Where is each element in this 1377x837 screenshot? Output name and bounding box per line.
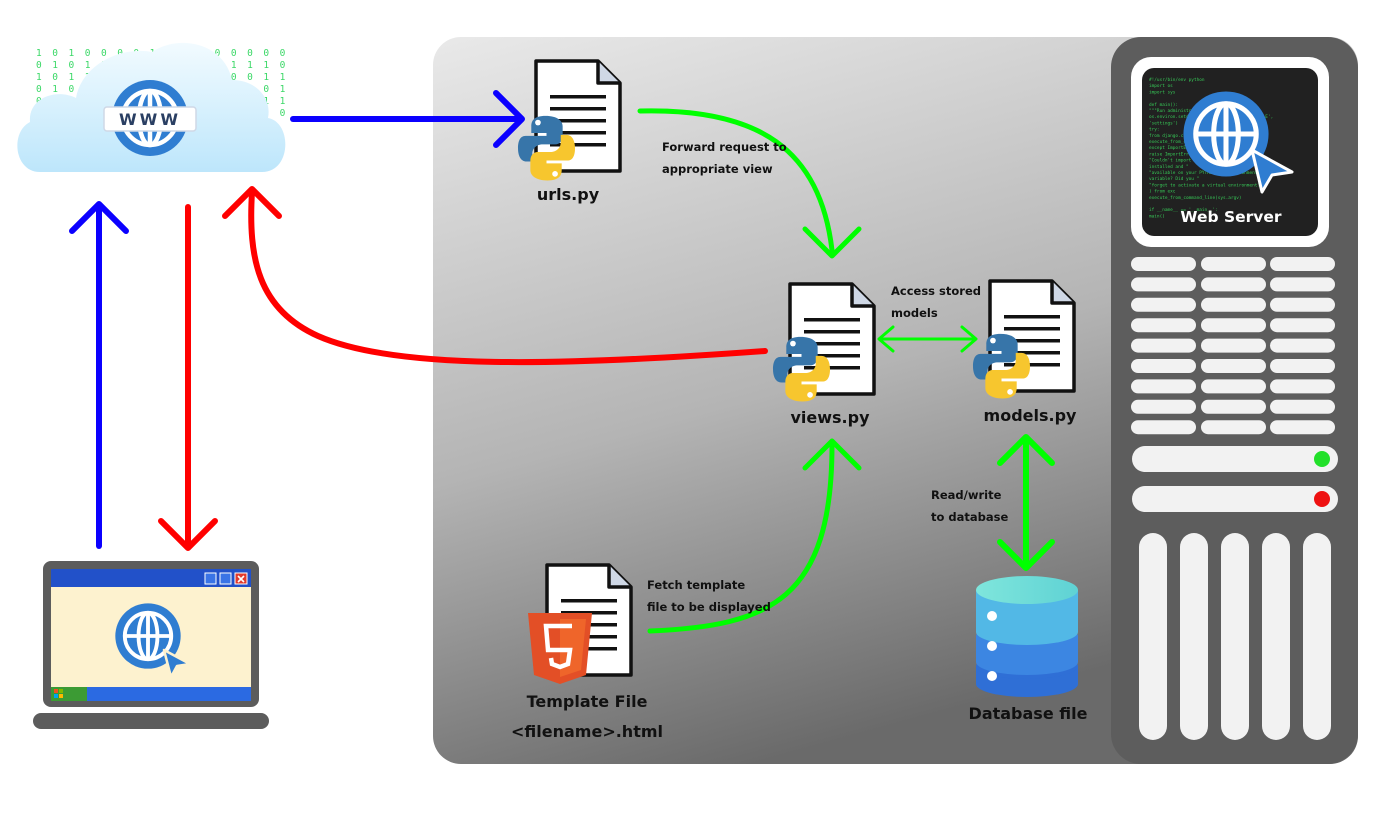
vent-slot bbox=[1131, 399, 1196, 414]
minimize-icon[interactable] bbox=[204, 572, 217, 585]
fetch-arrow-template-to-views bbox=[647, 438, 862, 634]
response-arrow-cloud-to-client bbox=[158, 204, 218, 551]
vent-slot bbox=[1270, 338, 1335, 353]
server-title: Web Server bbox=[1180, 208, 1281, 226]
code-line: if __name__ == '__main__': bbox=[1149, 207, 1218, 213]
access-arrow-views-models bbox=[877, 325, 978, 353]
code-line: import os bbox=[1149, 83, 1173, 89]
code-line: except ImportError as exc: bbox=[1149, 145, 1218, 151]
status-led-red bbox=[1314, 491, 1330, 507]
server-slots bbox=[1139, 533, 1331, 740]
server-drive-bay bbox=[1132, 486, 1338, 512]
vent-slot bbox=[1201, 420, 1266, 435]
code-line: execute_from_command_line bbox=[1149, 139, 1215, 145]
vent-slot bbox=[1131, 379, 1196, 394]
request-arrow-client-to-cloud bbox=[69, 201, 129, 549]
template-filename-label: <filename>.html bbox=[511, 722, 663, 741]
readwrite-arrow-models-database bbox=[997, 434, 1055, 571]
vent-slot bbox=[1131, 338, 1196, 353]
code-line: def main(): bbox=[1149, 102, 1178, 108]
code-line: raise ImportError( bbox=[1149, 151, 1197, 157]
vent-slot bbox=[1270, 257, 1335, 271]
vent-slot bbox=[1270, 359, 1335, 373]
code-line: variable? Did you " bbox=[1149, 176, 1199, 182]
drive-slot bbox=[1139, 533, 1167, 740]
views-file-node: views.py bbox=[773, 282, 876, 427]
database-label: Database file bbox=[969, 704, 1088, 723]
vent-slot bbox=[1131, 318, 1196, 333]
code-line: installed and " bbox=[1149, 164, 1189, 170]
database-icon bbox=[976, 576, 1078, 697]
urls-label: urls.py bbox=[537, 185, 600, 204]
code-line: "available on your PYTHONPATH environmen… bbox=[1149, 170, 1260, 176]
readwrite-label-line2: to database bbox=[931, 510, 1008, 524]
server-vents bbox=[1131, 257, 1335, 435]
vent-slot bbox=[1201, 318, 1266, 333]
www-badge bbox=[103, 106, 197, 132]
vent-slot bbox=[1201, 338, 1266, 353]
drive-slot bbox=[1303, 533, 1331, 740]
maximize-icon[interactable] bbox=[219, 572, 232, 585]
code-line: #!/usr/bin/env python bbox=[1149, 77, 1205, 83]
vent-slot bbox=[1201, 297, 1266, 312]
vent-slot bbox=[1270, 277, 1335, 292]
laptop-base bbox=[33, 713, 269, 729]
drive-slot bbox=[1221, 533, 1249, 740]
vent-slot bbox=[1131, 277, 1196, 292]
vent-slot bbox=[1270, 420, 1335, 435]
server-drive-bay bbox=[1132, 446, 1338, 472]
models-label: models.py bbox=[984, 406, 1078, 425]
internet-cloud: 1 0 1 0 0 0 0 1 1 0 1 0 0 0 0 00 1 0 1 1… bbox=[17, 42, 285, 172]
vent-slot bbox=[1201, 277, 1266, 292]
vent-slot bbox=[1270, 399, 1335, 414]
code-line: execute_from_command_line(sys.argv) bbox=[1149, 195, 1242, 201]
vent-slot bbox=[1201, 399, 1266, 414]
forward-label-line1: Forward request to bbox=[662, 140, 787, 154]
vent-slot bbox=[1201, 257, 1266, 271]
drive-slot bbox=[1262, 533, 1290, 740]
views-label: views.py bbox=[790, 408, 870, 427]
code-line: import sys bbox=[1149, 89, 1176, 95]
forward-arrow-urls-to-views bbox=[637, 108, 862, 259]
vent-slot bbox=[1201, 359, 1266, 373]
client-laptop bbox=[33, 561, 269, 729]
vent-slot bbox=[1201, 379, 1266, 394]
drive-slot bbox=[1180, 533, 1208, 740]
readwrite-label-line1: Read/write bbox=[931, 488, 1002, 502]
forward-label-line2: appropriate view bbox=[662, 162, 773, 176]
vent-slot bbox=[1131, 297, 1196, 312]
request-arrow-cloud-to-urls bbox=[290, 90, 525, 148]
taskbar bbox=[51, 687, 251, 701]
vent-slot bbox=[1270, 379, 1335, 394]
vent-slot bbox=[1270, 318, 1335, 333]
code-line: 'settings') bbox=[1149, 120, 1178, 126]
vent-slot bbox=[1131, 359, 1196, 373]
fetch-label-line1: Fetch template bbox=[647, 578, 745, 592]
code-line: main() bbox=[1149, 213, 1165, 219]
power-led-green bbox=[1314, 451, 1330, 467]
urls-file-node: urls.py bbox=[518, 59, 622, 204]
fetch-label-line2: file to be displayed bbox=[647, 600, 771, 614]
models-file-node: models.py bbox=[973, 279, 1078, 425]
cursor-icon bbox=[1250, 148, 1294, 194]
response-arrow-views-to-cloud bbox=[222, 186, 768, 366]
code-line: """Run administrative tasks.""" bbox=[1149, 108, 1231, 114]
code-line: "forget to activate a virtual environmen… bbox=[1149, 182, 1263, 188]
window-titlebar bbox=[51, 569, 251, 587]
vent-slot bbox=[1270, 297, 1335, 312]
html5-logo-icon bbox=[528, 613, 592, 684]
code-line: ) from exc bbox=[1149, 189, 1176, 195]
vent-slot bbox=[1131, 420, 1196, 435]
vent-slot bbox=[1131, 257, 1196, 271]
access-label-line1: Access stored bbox=[891, 284, 981, 298]
database-node: Database file bbox=[969, 576, 1088, 723]
www-text: WWW bbox=[119, 110, 181, 129]
template-label: Template File bbox=[527, 692, 648, 711]
template-file-node: Template File <filename>.html bbox=[511, 563, 663, 741]
access-label-line2: models bbox=[891, 306, 938, 320]
cursor-icon bbox=[162, 648, 192, 679]
code-line: try: bbox=[1149, 127, 1160, 133]
